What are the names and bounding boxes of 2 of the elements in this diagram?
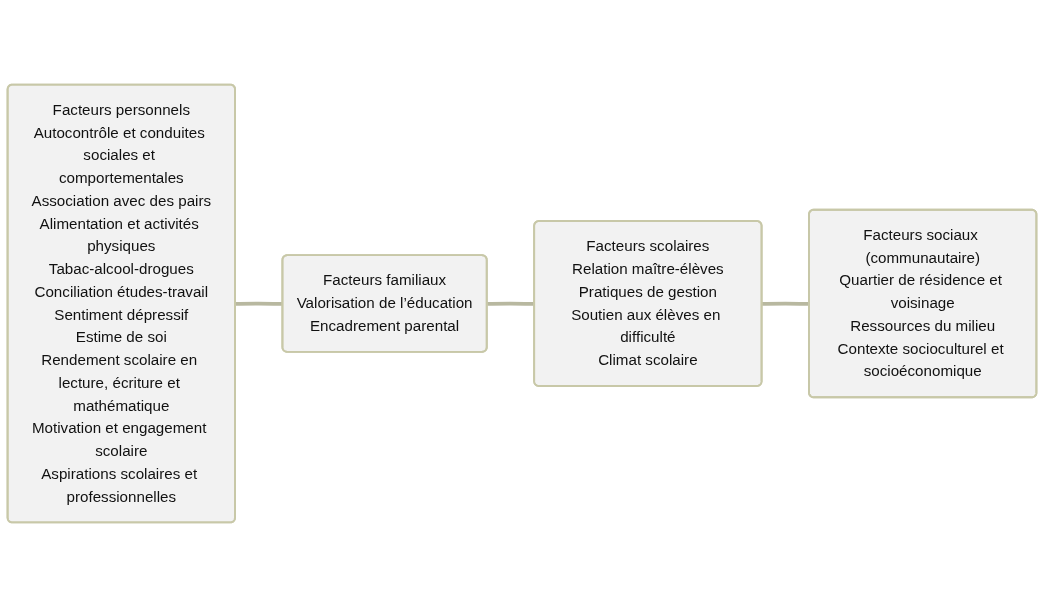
connector: [235, 301, 283, 306]
connector: [487, 301, 535, 306]
